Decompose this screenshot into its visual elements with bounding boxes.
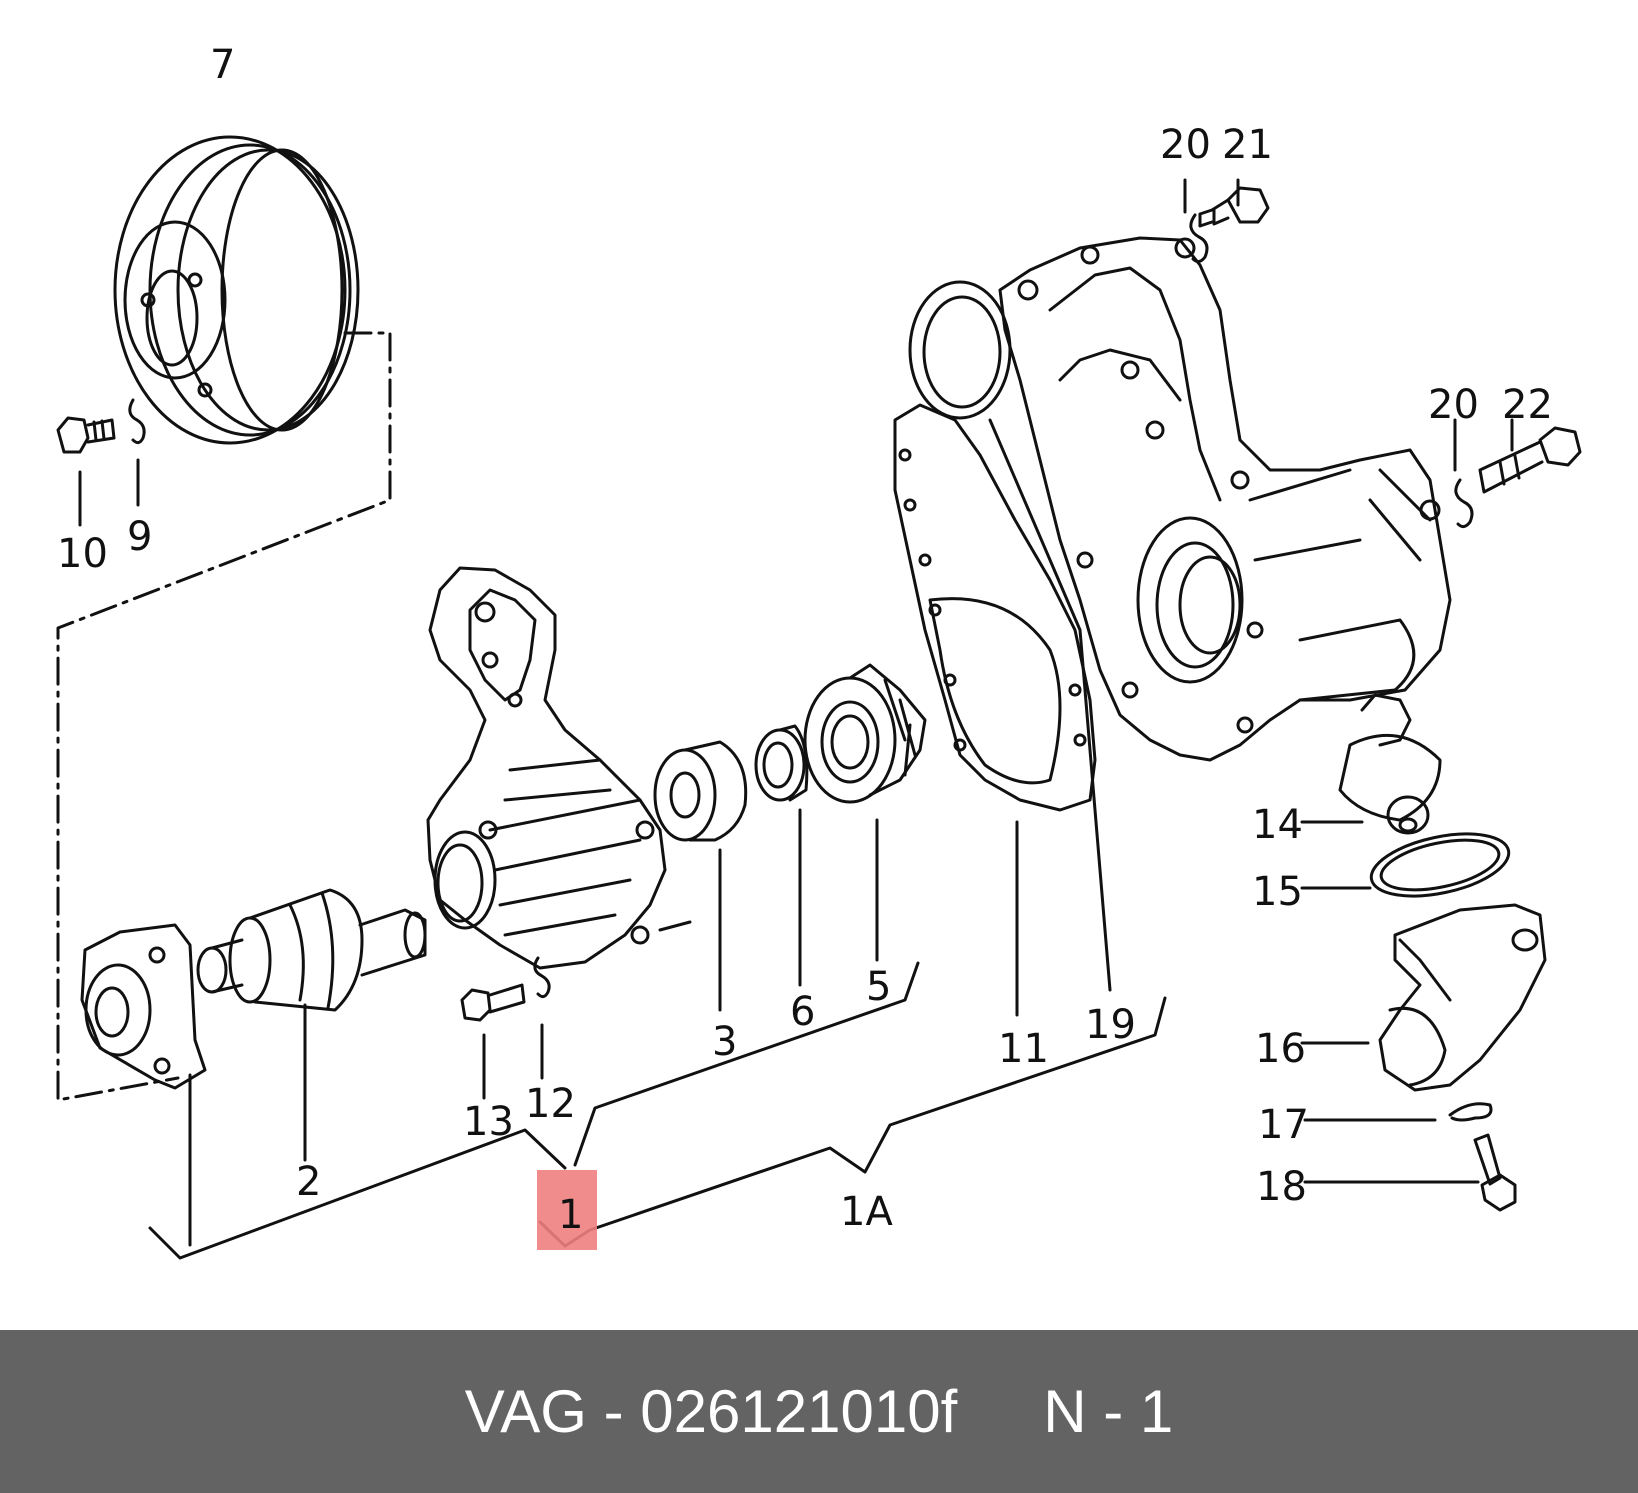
ring-15 — [1369, 832, 1511, 898]
label-22: 22 — [1502, 382, 1553, 428]
flange-part — [80, 923, 207, 1090]
bolt-13 — [460, 983, 526, 1022]
washer-12 — [533, 956, 551, 999]
washer-20-right — [1454, 478, 1474, 529]
label-16: 16 — [1255, 1026, 1306, 1072]
bolt-21 — [1198, 186, 1270, 228]
bolt-10 — [56, 416, 116, 454]
bolt-18 — [1473, 1133, 1517, 1212]
label-highlight — [537, 1170, 597, 1250]
gasket-19 — [908, 280, 1012, 420]
label-20-right: 20 — [1428, 382, 1479, 428]
pulley-part — [113, 135, 360, 445]
label-15: 15 — [1252, 869, 1303, 915]
cap-16 — [1378, 903, 1547, 1092]
shaft-bearing-part — [196, 888, 427, 1012]
label-17: 17 — [1258, 1102, 1309, 1148]
clip-17 — [1448, 1102, 1493, 1122]
label-12: 12 — [525, 1081, 576, 1127]
diagram-position: N - 1 — [1043, 1378, 1174, 1445]
brand-name: VAG — [464, 1378, 587, 1445]
washer-20-top — [1189, 213, 1209, 264]
ring-6 — [754, 724, 809, 802]
bolt-22 — [1478, 426, 1582, 494]
thermostat-14 — [1338, 693, 1442, 835]
label-1: 1 — [558, 1192, 583, 1238]
label-20-top: 20 — [1160, 122, 1211, 168]
label-19: 19 — [1085, 1002, 1136, 1048]
label-9: 9 — [127, 514, 152, 560]
pump-housing-part — [426, 566, 692, 970]
label-3: 3 — [712, 1019, 737, 1065]
seal-3 — [653, 740, 748, 842]
label-21: 21 — [1222, 122, 1273, 168]
washer-9 — [128, 398, 146, 445]
part-info-footer: VAG - 026121010f N - 1 — [0, 1330, 1638, 1493]
label-1a: 1A — [840, 1189, 893, 1235]
label-7: 7 — [210, 42, 235, 88]
label-6: 6 — [790, 989, 815, 1035]
part-number: 026121010f — [640, 1378, 958, 1445]
label-18: 18 — [1256, 1164, 1307, 1210]
impeller-5 — [803, 663, 927, 804]
gasket-11 — [893, 403, 1097, 812]
separator: - — [603, 1378, 624, 1445]
label-11: 11 — [998, 1026, 1049, 1072]
label-10: 10 — [57, 531, 108, 577]
label-14: 14 — [1252, 802, 1303, 848]
pump-body-part — [998, 236, 1452, 762]
label-13: 13 — [463, 1099, 514, 1145]
label-5: 5 — [866, 964, 891, 1010]
exploded-parts-diagram: 7 10 9 2 13 12 1 3 6 5 1A 11 19 20 21 20… — [56, 42, 1582, 1260]
label-2: 2 — [296, 1159, 321, 1205]
